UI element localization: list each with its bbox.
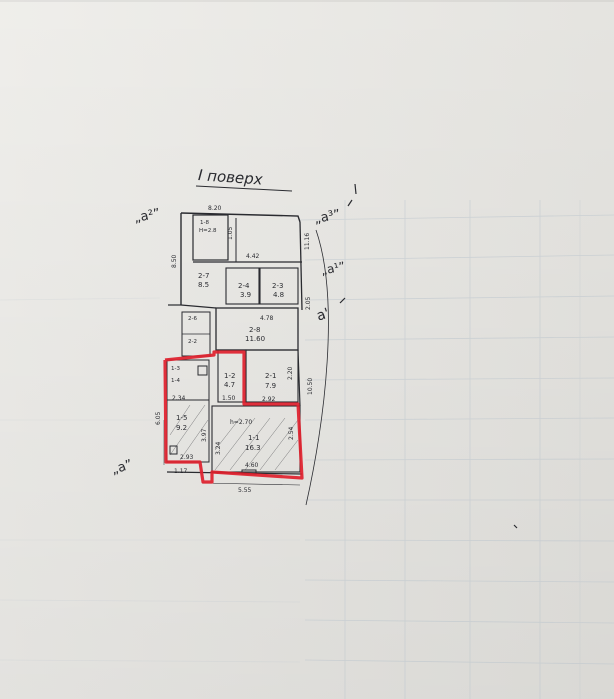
paper-fold xyxy=(0,0,614,2)
room-1-2-code: 1-2 xyxy=(224,372,235,380)
dim-460: 4.60 xyxy=(245,462,259,469)
room-2-3-code: 2-3 xyxy=(272,282,283,290)
dim-right-height: 11.16 xyxy=(304,233,311,250)
mark-a3: „a³” xyxy=(313,207,342,227)
room-2-4-code: 2-4 xyxy=(238,282,250,290)
dim-254: 2.54 xyxy=(288,426,295,440)
mark-a1: „a¹” xyxy=(319,259,346,278)
room-2-8-area: 11.60 xyxy=(245,335,265,343)
mark-a-prime: а' xyxy=(315,306,332,325)
boundary-arc xyxy=(305,229,329,506)
dim-478: 4.78 xyxy=(260,315,274,322)
room-2-8-code: 2-8 xyxy=(249,326,260,334)
room-2-7-code: 2-7 xyxy=(198,272,209,280)
floor-title: I поверх xyxy=(197,166,263,188)
dim-1050: 10.50 xyxy=(307,378,314,395)
highlight-outline xyxy=(163,350,304,484)
room-2-1-code: 2-1 xyxy=(265,372,276,380)
dim-397: 3.97 xyxy=(201,428,208,442)
room-1-4-code: 1-4 xyxy=(171,378,180,384)
room-1-1-code: 1-1 xyxy=(248,434,259,442)
dim-605: 6.05 xyxy=(155,411,162,425)
dim-117: 1.17 xyxy=(174,468,188,475)
mark-a: „a” xyxy=(109,457,134,478)
dim-205: 2.05 xyxy=(305,296,312,310)
mark-a2: „a²” xyxy=(133,206,162,226)
room-2-4-area: 3.9 xyxy=(240,291,251,299)
room-2-6-code: 2-6 xyxy=(188,316,197,322)
corner-ticks xyxy=(339,183,518,529)
room-2-1-area: 7.9 xyxy=(265,382,276,390)
room-1-8-area: H=2.8 xyxy=(199,228,217,234)
room-1-3-code: 1-3 xyxy=(171,366,180,372)
dim-234: 2.34 xyxy=(172,395,186,402)
dim-324: 3.24 xyxy=(215,441,222,455)
room-1-5-code: 1-5 xyxy=(176,414,187,422)
dim-top-width: 8.20 xyxy=(208,205,222,212)
dim-h270: h=2.70 xyxy=(230,419,252,426)
ledger-grid xyxy=(0,200,614,699)
room-1-2-area: 4.7 xyxy=(224,381,235,389)
dim-292: 2.92 xyxy=(262,396,276,403)
plan-walls xyxy=(163,212,303,486)
room-2-3-area: 4.8 xyxy=(273,291,284,299)
dim-105: 1.05 xyxy=(227,226,234,240)
dim-150: 1.50 xyxy=(222,395,236,402)
room-1-8-code: 1-8 xyxy=(200,220,209,226)
dim-293: 2.93 xyxy=(180,454,194,461)
dim-442: 4.42 xyxy=(246,253,260,260)
dim-555: 5.55 xyxy=(238,487,252,494)
room-1-5-area: 9.2 xyxy=(176,424,187,432)
room-2-2-code: 2-2 xyxy=(188,339,197,345)
dim-left-height: 8.50 xyxy=(171,254,178,268)
room-2-7-area: 8.5 xyxy=(198,281,209,289)
title-underline xyxy=(195,185,293,192)
room-1-1-area: 16.3 xyxy=(245,444,261,452)
dim-220: 2.20 xyxy=(287,366,294,380)
